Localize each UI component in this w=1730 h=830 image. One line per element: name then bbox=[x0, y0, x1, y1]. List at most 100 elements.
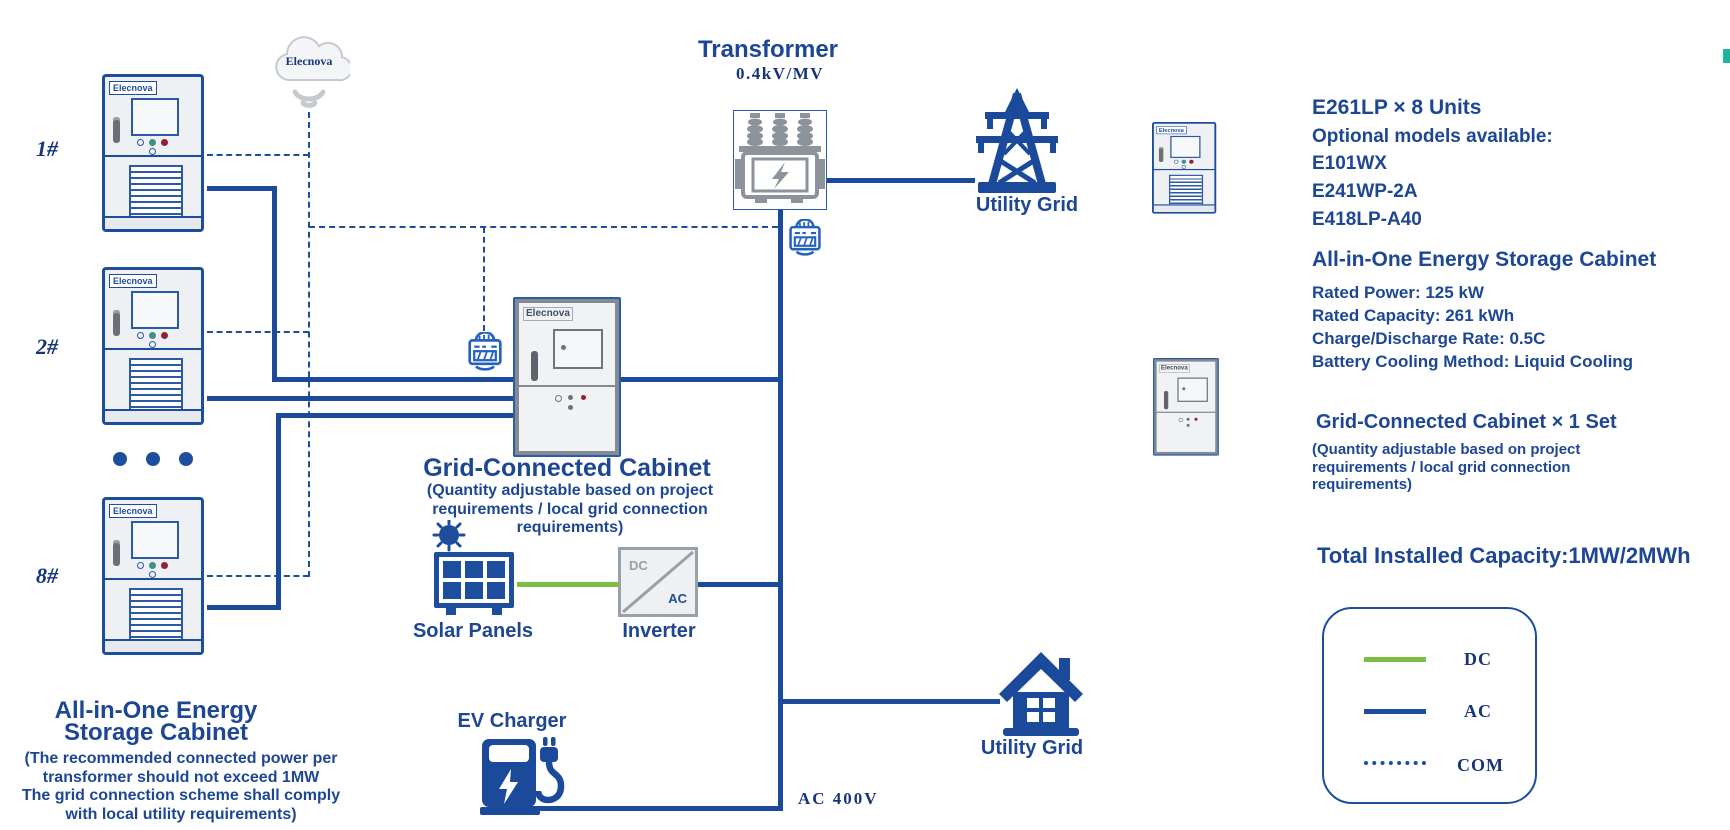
dc-line-solar-to-inverter bbox=[517, 582, 618, 587]
left-caption-title-line2: Storage Cabinet bbox=[63, 719, 249, 746]
cabinet-vent-grille bbox=[1169, 174, 1204, 207]
spec-cooling: Battery Cooling Method: Liquid Cooling bbox=[1312, 352, 1634, 371]
ev-charger-label: EV Charger bbox=[457, 710, 567, 732]
cabinet-divider bbox=[105, 578, 201, 580]
cabinet-divider bbox=[519, 385, 615, 387]
left-caption-title: All-in-One Energy Storage Cabinet bbox=[31, 699, 281, 746]
ac-line-cabinet2 bbox=[207, 396, 513, 401]
ac-line-cabinet1-v bbox=[272, 186, 277, 382]
cabinet-screen bbox=[131, 98, 179, 136]
grid-cabinet-note: (Quantity adjustable based on project re… bbox=[420, 482, 720, 538]
optional-models-heading: Optional models available: bbox=[1312, 126, 1553, 147]
utility-grid-bottom-label: Utility Grid bbox=[980, 737, 1084, 759]
legend-ac-label: AC bbox=[1464, 701, 1492, 721]
left-note-line4: with local utility requirements) bbox=[65, 805, 297, 823]
grid-cabinet-note-line1: (Quantity adjustable based on project bbox=[426, 482, 714, 499]
left-note-line3: The grid connection scheme shall comply bbox=[21, 787, 341, 804]
utility-grid-house-icon bbox=[999, 652, 1083, 736]
storage-cabinet-2: Elecnova bbox=[102, 267, 204, 425]
storage-cabinet-1: Elecnova bbox=[102, 74, 204, 232]
inverter-ac-label: AC bbox=[668, 591, 687, 606]
ev-charger-icon bbox=[480, 737, 565, 815]
cabinet-base bbox=[105, 409, 201, 422]
cabinet-brand-label: Elecnova bbox=[1156, 126, 1187, 135]
cabinet-base bbox=[105, 639, 201, 652]
legend-ac-line-sample bbox=[1364, 709, 1426, 714]
energy-meter-icon-center bbox=[468, 332, 502, 371]
cloud-label: Elecnova bbox=[285, 54, 333, 68]
ac-bus-voltage-label: AC 400V bbox=[798, 789, 879, 808]
small-storage-cabinet-thumbnail: Elecnova bbox=[1152, 122, 1218, 214]
left-caption-note: (The recommended connected power per tra… bbox=[6, 750, 356, 824]
cabinet-base bbox=[105, 216, 201, 229]
grid-cabinet-note-line2: requirements / local grid connection bbox=[432, 500, 708, 518]
cabinet-handle bbox=[113, 310, 120, 336]
cabinet-indicator-lights bbox=[1174, 159, 1198, 169]
grid-cabinet-title: Grid-Connected Cabinet bbox=[423, 454, 711, 482]
cabinet-brand-label: Elecnova bbox=[109, 504, 157, 518]
com-line-meter-branch bbox=[483, 227, 485, 331]
wifi-signal-icon bbox=[292, 89, 326, 108]
legend-box: DC AC COM bbox=[1322, 607, 1537, 804]
cabinet-brand-label: Elecnova bbox=[523, 307, 573, 321]
cloud-icon bbox=[275, 36, 350, 82]
cabinet2-id-label: 2# bbox=[36, 334, 58, 359]
transformer-rating: 0.4kV/MV bbox=[735, 64, 825, 83]
cabinet-base bbox=[1153, 204, 1215, 212]
utility-grid-tower-icon bbox=[976, 88, 1058, 193]
ellipsis-dots bbox=[113, 452, 203, 466]
com-line-cloud-vertical bbox=[308, 112, 310, 577]
inverter-label: Inverter bbox=[622, 620, 696, 642]
spec-rate: Charge/Discharge Rate: 0.5C bbox=[1312, 329, 1546, 348]
legend-dc-line-sample bbox=[1364, 657, 1426, 662]
ac-line-cabinet1-h bbox=[207, 186, 277, 191]
cabinet-brand-label: Elecnova bbox=[109, 274, 157, 288]
transformer-title: Transformer bbox=[697, 36, 839, 63]
com-line-cabinet8 bbox=[207, 575, 309, 577]
cabinet1-id-label: 1# bbox=[36, 136, 58, 161]
ac-bus-vertical bbox=[778, 208, 783, 811]
model-option-3: E418LP-A40 bbox=[1312, 209, 1422, 230]
cabinet-divider bbox=[105, 348, 201, 350]
cabinet-screen bbox=[1170, 135, 1201, 158]
cabinet-handle bbox=[113, 540, 120, 566]
cabinet-divider bbox=[105, 155, 201, 157]
cabinet-screen bbox=[131, 521, 179, 559]
grid-connected-cabinet: Elecnova bbox=[513, 297, 621, 457]
grid-cabinet-note-line3: requirements) bbox=[516, 519, 624, 536]
transformer-icon bbox=[733, 110, 827, 210]
cabinet-door bbox=[553, 329, 603, 369]
com-line-cabinet2 bbox=[207, 331, 309, 333]
total-capacity-heading: Total Installed Capacity:1MW/2MWh bbox=[1317, 543, 1691, 568]
model-option-1: E101WX bbox=[1312, 153, 1387, 174]
ac-line-bus-to-house bbox=[780, 699, 1000, 704]
inverter-dc-label: DC bbox=[629, 558, 648, 573]
cabinet-brand-label: Elecnova bbox=[1159, 364, 1190, 373]
ac-line-into-gridcab-bottom bbox=[276, 413, 513, 418]
left-note-line1: (The recommended connected power per bbox=[24, 750, 338, 767]
cabinet-vent-grille bbox=[129, 165, 183, 219]
cabinet-brand-label: Elecnova bbox=[109, 81, 157, 95]
model-option-2: E241WP-2A bbox=[1312, 181, 1418, 202]
ac-line-ev-to-bus bbox=[528, 806, 783, 811]
grid-set-note-line2: requirements / local grid connection bbox=[1312, 458, 1571, 476]
cabinet-indicator-lights bbox=[555, 395, 595, 413]
com-line-cabinet1 bbox=[207, 154, 309, 156]
ac-line-into-gridcab-top bbox=[272, 377, 513, 382]
spec-rated-power: Rated Power: 125 kW bbox=[1312, 283, 1484, 302]
ac-line-transformer-to-tower bbox=[827, 178, 975, 183]
small-grid-cabinet-thumbnail: Elecnova bbox=[1153, 358, 1219, 456]
cabinet-handle bbox=[531, 351, 538, 381]
cabinet-divider bbox=[1156, 411, 1216, 413]
ac-line-gridcab-to-bus bbox=[621, 377, 781, 382]
cabinet-handle bbox=[1163, 390, 1169, 410]
legend-com-label: COM bbox=[1457, 755, 1504, 775]
cabinet8-id-label: 8# bbox=[36, 563, 58, 588]
edge-accent-mark bbox=[1723, 49, 1730, 63]
storage-cabinet-heading: All-in-One Energy Storage Cabinet bbox=[1312, 248, 1657, 271]
model-units-heading: E261LP × 8 Units bbox=[1312, 96, 1482, 119]
utility-grid-top-label: Utility Grid bbox=[975, 194, 1079, 216]
solar-panels-label: Solar Panels bbox=[412, 620, 534, 642]
solar-panels-icon bbox=[432, 520, 514, 615]
